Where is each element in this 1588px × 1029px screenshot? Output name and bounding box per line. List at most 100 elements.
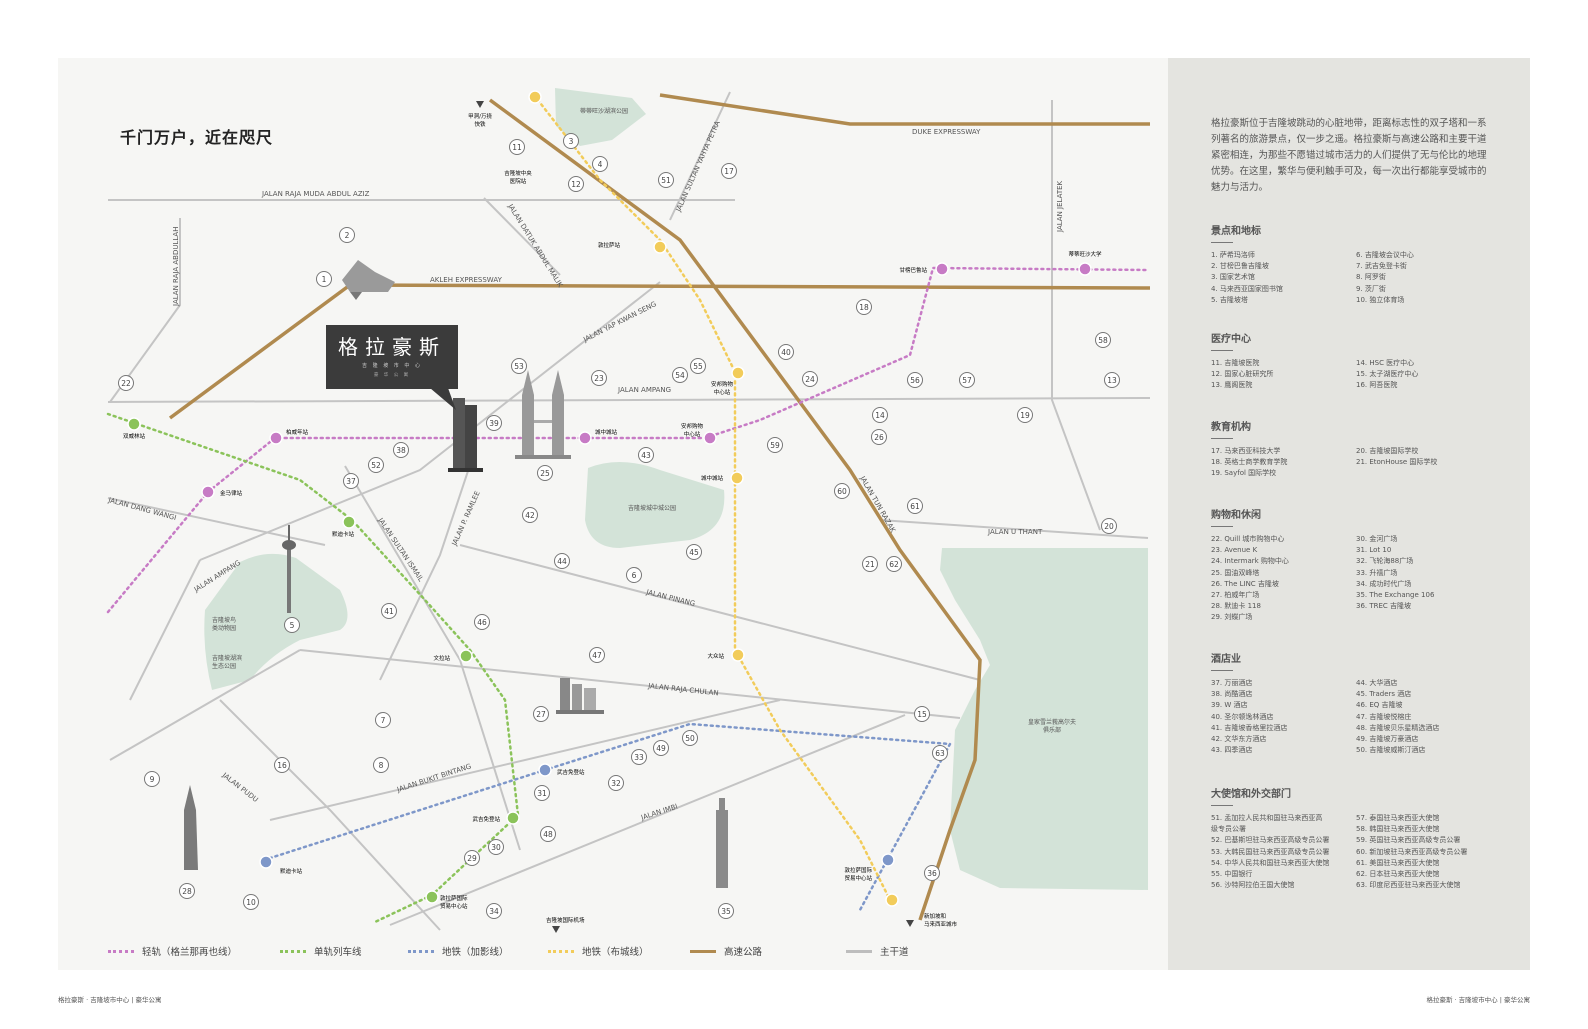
marker-19[interactable]: 19 <box>1017 407 1033 423</box>
marker-23[interactable]: 23 <box>591 370 607 386</box>
marker-10[interactable]: 10 <box>243 894 259 910</box>
grand-house-tower-icon <box>448 398 483 472</box>
marker-41[interactable]: 41 <box>381 603 397 619</box>
station-s22[interactable]: 敦拉萨国际贸易中心站 <box>844 853 895 882</box>
marker-24[interactable]: 24 <box>802 371 818 387</box>
marker-33[interactable]: 33 <box>631 749 647 765</box>
station-s2[interactable]: 吉隆坡中央医院站 <box>504 90 542 185</box>
marker-number: 13 <box>1107 376 1117 385</box>
marker-42[interactable]: 42 <box>522 507 538 523</box>
marker-38[interactable]: 38 <box>393 442 409 458</box>
marker-62[interactable]: 62 <box>886 556 902 572</box>
marker-39[interactable]: 39 <box>486 415 502 431</box>
marker-31[interactable]: 31 <box>534 785 550 801</box>
station-s21[interactable]: 默迪卡站 <box>259 855 303 875</box>
stations-layer[interactable]: 敦拉萨站甘榜巴鲁站蒂蒂旺沙大学安邦购物中心站城中城站安邦购物中心站城中城站大众站… <box>123 90 1102 933</box>
marker-36[interactable]: 36 <box>924 865 940 881</box>
marker-43[interactable]: 43 <box>638 447 654 463</box>
marker-20[interactable]: 20 <box>1101 518 1117 534</box>
marker-11[interactable]: 11 <box>509 139 525 155</box>
marker-number: 15 <box>917 710 927 719</box>
marker-46[interactable]: 46 <box>474 614 490 630</box>
marker-53[interactable]: 53 <box>511 358 527 374</box>
marker-25[interactable]: 25 <box>537 465 553 481</box>
marker-37[interactable]: 37 <box>343 473 359 489</box>
marker-57[interactable]: 57 <box>959 372 975 388</box>
marker-58[interactable]: 58 <box>1095 332 1111 348</box>
marker-22[interactable]: 22 <box>118 375 134 391</box>
marker-1[interactable]: 1 <box>316 271 332 287</box>
station-s13[interactable]: 柏威年站 <box>269 428 309 445</box>
marker-21[interactable]: 21 <box>862 556 878 572</box>
marker-number: 10 <box>246 898 256 907</box>
marker-12[interactable]: 12 <box>568 176 584 192</box>
marker-17[interactable]: 17 <box>721 163 737 179</box>
station-s14[interactable]: 武吉免登站 <box>472 811 520 825</box>
station-s17[interactable]: 默迪卡站 <box>332 515 356 538</box>
station-s6[interactable]: 甘榜巴鲁站 <box>899 262 949 276</box>
marker-34[interactable]: 34 <box>486 903 502 919</box>
station-s11[interactable]: 城中城站 <box>701 471 744 485</box>
marker-number: 24 <box>805 375 815 384</box>
marker-8[interactable]: 8 <box>373 757 389 773</box>
poi-item: 12. 国家心脏研究所 <box>1211 370 1274 379</box>
marker-4[interactable]: 4 <box>592 156 608 172</box>
marker-59[interactable]: 59 <box>767 437 783 453</box>
marker-9[interactable]: 9 <box>144 771 160 787</box>
marker-number: 9 <box>150 775 155 784</box>
marker-29[interactable]: 29 <box>464 850 480 866</box>
marker-6[interactable]: 6 <box>626 567 642 583</box>
marker-54[interactable]: 54 <box>672 367 688 383</box>
marker-50[interactable]: 50 <box>682 730 698 746</box>
marker-28[interactable]: 28 <box>179 883 195 899</box>
marker-47[interactable]: 47 <box>589 647 605 663</box>
station-s3[interactable]: 敦拉萨站 <box>598 240 667 254</box>
marker-44[interactable]: 44 <box>554 553 570 569</box>
marker-number: 38 <box>396 446 406 455</box>
station-s12[interactable]: 大众站 <box>707 648 745 662</box>
marker-18[interactable]: 18 <box>856 299 872 315</box>
station-s19[interactable]: 新加坡和马来西亚城市 <box>885 893 958 928</box>
marker-7[interactable]: 7 <box>375 712 391 728</box>
station-s18[interactable]: 敦拉萨国际贸易中心站 <box>425 890 468 910</box>
marker-35[interactable]: 35 <box>718 903 734 919</box>
marker-55[interactable]: 55 <box>690 358 706 374</box>
marker-number: 16 <box>277 761 287 770</box>
station-s16[interactable]: 金马律站 <box>201 485 243 499</box>
marker-27[interactable]: 27 <box>533 706 549 722</box>
marker-30[interactable]: 30 <box>488 839 504 855</box>
station-s4[interactable]: 文拉站 <box>433 649 473 663</box>
marker-49[interactable]: 49 <box>653 740 669 756</box>
marker-number: 49 <box>656 744 666 753</box>
marker-15[interactable]: 15 <box>914 706 930 722</box>
marker-48[interactable]: 48 <box>540 826 556 842</box>
station-s15[interactable]: 武吉免登站 <box>538 763 585 777</box>
building-callout[interactable]: 格拉豪斯 吉 隆 坡 市 中 心 豪 华 公 寓 <box>326 325 458 389</box>
marker-32[interactable]: 32 <box>608 775 624 791</box>
marker-26[interactable]: 26 <box>871 429 887 445</box>
marker-14[interactable]: 14 <box>872 407 888 423</box>
marker-3[interactable]: 3 <box>563 133 579 149</box>
station-s8[interactable]: 安邦购物中心站 <box>711 366 745 396</box>
station-s5[interactable]: 蒂蒂旺沙大学 <box>1068 250 1102 276</box>
marker-2[interactable]: 2 <box>339 227 355 243</box>
station-label: 文拉站 <box>433 654 450 662</box>
marker-52[interactable]: 52 <box>368 457 384 473</box>
marker-60[interactable]: 60 <box>834 483 850 499</box>
station-s7[interactable]: 城中城站 <box>578 428 618 445</box>
marker-61[interactable]: 61 <box>907 498 923 514</box>
marker-5[interactable]: 5 <box>284 617 300 633</box>
station-s9[interactable]: 双威林站 <box>123 417 146 440</box>
station-label: 金马律站 <box>220 489 243 497</box>
marker-51[interactable]: 51 <box>658 172 674 188</box>
marker-45[interactable]: 45 <box>686 544 702 560</box>
marker-40[interactable]: 40 <box>778 344 794 360</box>
marker-56[interactable]: 56 <box>907 372 923 388</box>
marker-13[interactable]: 13 <box>1104 372 1120 388</box>
marker-63[interactable]: 63 <box>932 745 948 761</box>
station-s10[interactable]: 安邦购物中心站 <box>681 422 717 445</box>
marker-16[interactable]: 16 <box>274 757 290 773</box>
